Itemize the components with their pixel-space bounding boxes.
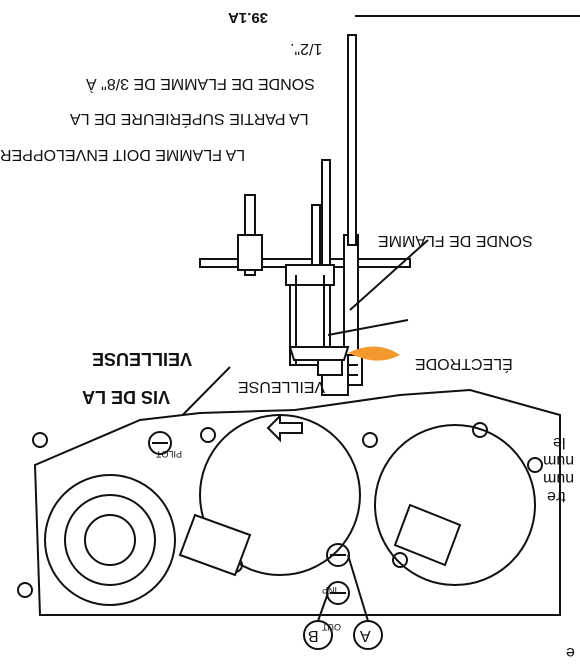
short-rod	[311, 204, 321, 266]
cropped-text-line1: tre	[547, 488, 566, 505]
marker-a-label: A	[360, 627, 371, 644]
pilot-burner-head	[288, 346, 350, 361]
envelope-note-line1: LA FLAMME DOIT ENVELOPPER	[0, 146, 246, 163]
envelope-note-line2: LA PARTIE SUPÉRIEURE DE LA	[70, 110, 309, 127]
valve-text-inp: INP	[322, 585, 338, 595]
mounting-screw	[472, 422, 488, 438]
cropped-text-line2: num	[543, 470, 575, 487]
leader-flame-probe	[349, 239, 429, 311]
pilot-label: VEILLEUSE	[238, 378, 326, 395]
electrode-label: ÉLECTRODE	[415, 355, 513, 372]
envelope-note-line4: 1/2".	[290, 40, 323, 57]
mounting-screw	[392, 552, 408, 568]
valve-text-pilot: PILOT	[156, 449, 183, 459]
cropped-text-line4: le	[553, 434, 566, 451]
pilot-flame	[348, 346, 400, 361]
regulator-dial-left	[374, 424, 536, 586]
electrode-rod	[321, 159, 331, 266]
pilot-hood-cap	[285, 264, 335, 286]
pilot-screw-label-line1: VIS DE LA	[82, 387, 171, 407]
mounting-screw	[362, 432, 378, 448]
flame-probe-rod	[347, 34, 357, 246]
mounting-screw	[200, 427, 216, 443]
pilot-screw-label-line2: VEILLEUSE	[92, 349, 193, 369]
pilot-tube-left	[343, 234, 359, 356]
right-rod-nut	[237, 234, 263, 271]
valve-text-out: OUT	[322, 622, 341, 632]
pilot-adjustment-screw	[148, 431, 172, 455]
flow-arrow-icon	[266, 413, 303, 443]
wire-connector-center	[178, 513, 252, 577]
wire-connector-left	[393, 503, 462, 567]
cropped-text-line5: e	[566, 644, 575, 661]
marker-b-label: B	[308, 627, 319, 644]
leader-electrode	[327, 319, 409, 336]
figure-id-label: 39.1A	[228, 9, 269, 26]
envelope-note-line3: SONDE DE FLAMME DE 3/8" À	[86, 75, 315, 92]
cropped-text-line3: num	[543, 452, 575, 469]
mounting-screw	[32, 432, 48, 448]
flame-probe-label: SONDE DE FLAMME	[378, 232, 533, 249]
mounting-screw	[17, 582, 33, 598]
mounting-screw	[527, 457, 543, 473]
pressure-dial-right	[44, 474, 176, 606]
